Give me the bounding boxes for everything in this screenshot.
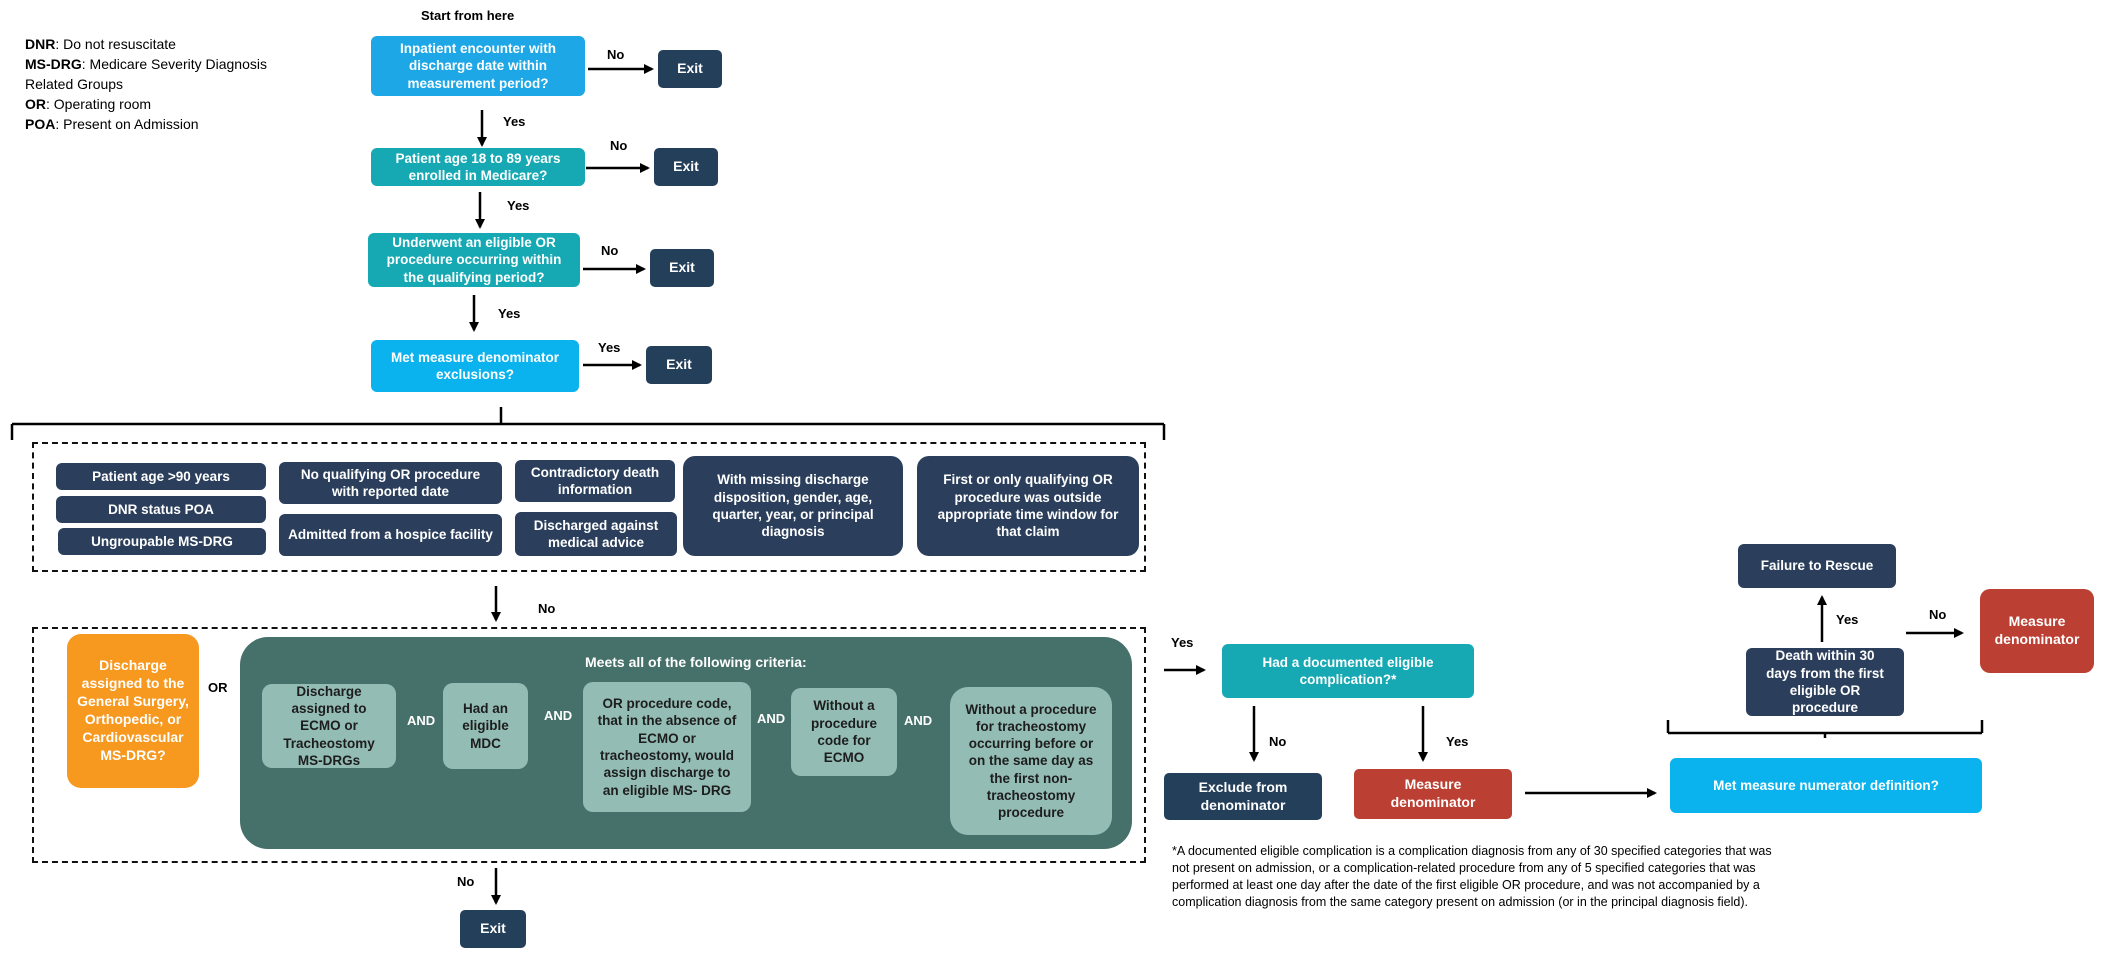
criteria-no-label: No (457, 874, 475, 889)
complication-footnote: *A documented eligible complication is a… (1172, 844, 1772, 909)
criterion-ecmo-trach-msdrg: Discharge assigned to ECMO or Tracheosto… (262, 684, 396, 768)
criteria-region (32, 627, 1146, 863)
exclusion-no-qualifying-or: No qualifying OR procedure with reported… (279, 462, 502, 504)
measure-denominator-box-2: Measure denominator (1980, 589, 2094, 673)
death30-no-label: No (1929, 607, 1947, 622)
exclusion-outside-window: First or only qualifying OR procedure wa… (917, 456, 1139, 556)
legend-item-poa: POA: Present on Admission (25, 116, 199, 132)
or-label: OR (208, 680, 228, 695)
exclude-from-denominator: Exclude from denominator (1164, 773, 1322, 820)
exit-box-5: Exit (460, 910, 526, 948)
exit-box-4: Exit (646, 346, 712, 384)
q2-age-medicare: Patient age 18 to 89 years enrolled in M… (371, 148, 585, 186)
death-within-30-days: Death within 30 days from the first elig… (1746, 648, 1904, 716)
exclusions-no-label: No (538, 601, 556, 616)
q3-no-label: No (601, 243, 619, 258)
failure-to-rescue: Failure to Rescue (1738, 544, 1896, 588)
criteria-yes-label: Yes (1171, 635, 1194, 650)
exclusion-missing-data: With missing discharge disposition, gend… (683, 456, 903, 556)
q1-yes-label: Yes (503, 114, 526, 129)
death30-yes-label: Yes (1836, 612, 1859, 627)
q4-yes-label: Yes (598, 340, 621, 355)
q4-denominator-exclusions: Met measure denominator exclusions? (371, 340, 579, 392)
q1-no-label: No (607, 47, 625, 62)
exclusion-hospice: Admitted from a hospice facility (279, 514, 502, 556)
exclusion-contradictory-death: Contradictory death information (515, 460, 675, 502)
q3-yes-label: Yes (498, 306, 521, 321)
complication-no-label: No (1269, 734, 1287, 749)
criteria-header: Meets all of the following criteria: (585, 654, 807, 670)
q3-eligible-or-procedure: Underwent an eligible OR procedure occur… (368, 233, 580, 287)
criterion-without-tracheostomy: Without a procedure for tracheostomy occ… (950, 687, 1112, 835)
and-label-1: AND (407, 713, 436, 728)
start-label: Start from here (421, 8, 515, 23)
complication-question: Had a documented eligible complication?* (1222, 644, 1474, 698)
exit-box-3: Exit (650, 249, 714, 287)
exclusion-ungroupable-msdrg: Ungroupable MS-DRG (58, 528, 266, 555)
q2-no-label: No (610, 138, 628, 153)
legend: DNR: Do not resuscitate MS-DRG: Medicare… (25, 34, 290, 134)
legend-item-msdrg: MS-DRG: Medicare Severity Diagnosis Rela… (25, 56, 267, 92)
q2-yes-label: Yes (507, 198, 530, 213)
q1-inpatient-encounter: Inpatient encounter with discharge date … (371, 36, 585, 96)
and-label-3: AND (757, 711, 786, 726)
and-label-4: AND (904, 713, 933, 728)
and-label-2: AND (544, 708, 573, 723)
exclusions-region (32, 442, 1146, 572)
exit-box-1: Exit (658, 50, 722, 88)
criterion-eligible-mdc: Had an eligible MDC (443, 683, 528, 769)
legend-item-dnr: DNR: Do not resuscitate (25, 36, 176, 52)
exclusion-against-medical-advice: Discharged against medical advice (515, 512, 677, 556)
measure-denominator-box: Measure denominator (1354, 769, 1512, 819)
exit-box-2: Exit (654, 148, 718, 186)
complication-yes-label: Yes (1446, 734, 1469, 749)
criterion-without-ecmo: Without a procedure code for ECMO (791, 688, 897, 776)
numerator-question: Met measure numerator definition? (1670, 758, 1982, 813)
orange-msdrg-question: Discharge assigned to the General Surger… (67, 634, 199, 788)
exclusion-dnr-poa: DNR status POA (56, 496, 266, 523)
legend-item-or: OR: Operating room (25, 96, 152, 112)
exclusion-age-over-90: Patient age >90 years (56, 463, 266, 490)
criterion-or-procedure-code: OR procedure code, that in the absence o… (583, 682, 751, 812)
